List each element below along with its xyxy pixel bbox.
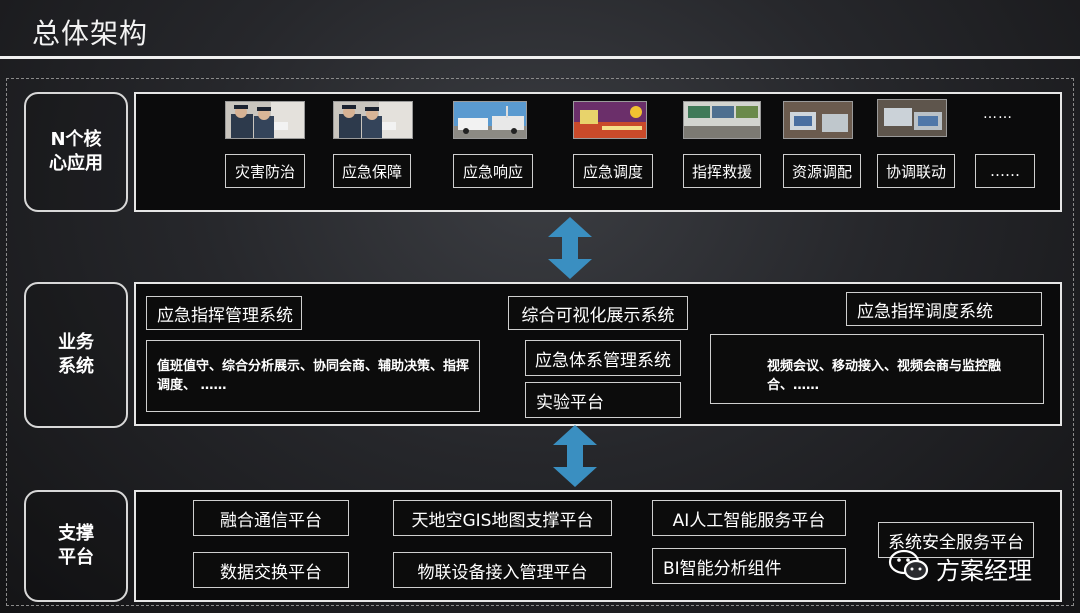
- app-coordination: 协调联动: [877, 154, 955, 188]
- police-officers-image-2: [333, 101, 413, 139]
- row-label-business: 业务 系统: [24, 282, 128, 428]
- double-arrow-icon: [548, 217, 592, 279]
- app-disaster-prevention: 灾害防治: [225, 154, 305, 188]
- ai-service-platform: AI人工智能服务平台: [652, 500, 846, 536]
- emergency-vehicles-image: [453, 101, 527, 139]
- iot-device-access-platform: 物联设备接入管理平台: [393, 552, 612, 588]
- resource-allocation-image: [783, 101, 853, 139]
- gis-map-platform: 天地空GIS地图支撑平台: [393, 500, 612, 536]
- coordination-image: [877, 99, 947, 137]
- data-exchange-platform: 数据交换平台: [193, 552, 349, 588]
- emergency-dispatch-image: [573, 101, 647, 139]
- emergency-system-mgmt: 应急体系管理系统: [525, 340, 681, 376]
- police-officers-image: [225, 101, 305, 139]
- dispatch-system-description: 视频会议、移动接入、视频会商与监控融合、……: [710, 334, 1044, 404]
- title-divider: [0, 56, 1080, 59]
- emergency-dispatch-system: 应急指挥调度系统: [846, 292, 1042, 326]
- apps-more-ellipsis: ……: [983, 106, 1013, 122]
- page-title: 总体架构: [32, 17, 149, 50]
- converged-comm-platform: 融合通信平台: [193, 500, 349, 536]
- app-resource-allocation: 资源调配: [783, 154, 861, 188]
- app-emergency-response: 应急响应: [453, 154, 533, 188]
- wechat-icon: [888, 548, 930, 588]
- row-label-support: 支撑 平台: [24, 490, 128, 602]
- emergency-command-mgmt-system: 应急指挥管理系统: [146, 296, 302, 330]
- app-more: ……: [975, 154, 1035, 188]
- mgmt-system-description: 值班值守、综合分析展示、协同会商、辅助决策、指挥调度、 ……: [146, 340, 480, 412]
- lab-platform: 实验平台: [525, 382, 681, 418]
- command-center-image: [683, 101, 761, 139]
- diagram-frame: [6, 78, 1074, 606]
- watermark-text: 方案经理: [936, 556, 1032, 585]
- row-label-apps: N个核 心应用: [24, 92, 128, 212]
- visualization-system: 综合可视化展示系统: [508, 296, 688, 330]
- app-command-rescue: 指挥救援: [683, 154, 761, 188]
- app-emergency-support: 应急保障: [333, 154, 411, 188]
- app-emergency-dispatch: 应急调度: [573, 154, 653, 188]
- double-arrow-icon-2: [553, 425, 597, 487]
- bi-analytics-component: BI智能分析组件: [652, 548, 846, 584]
- watermark: 方案经理: [888, 548, 1032, 588]
